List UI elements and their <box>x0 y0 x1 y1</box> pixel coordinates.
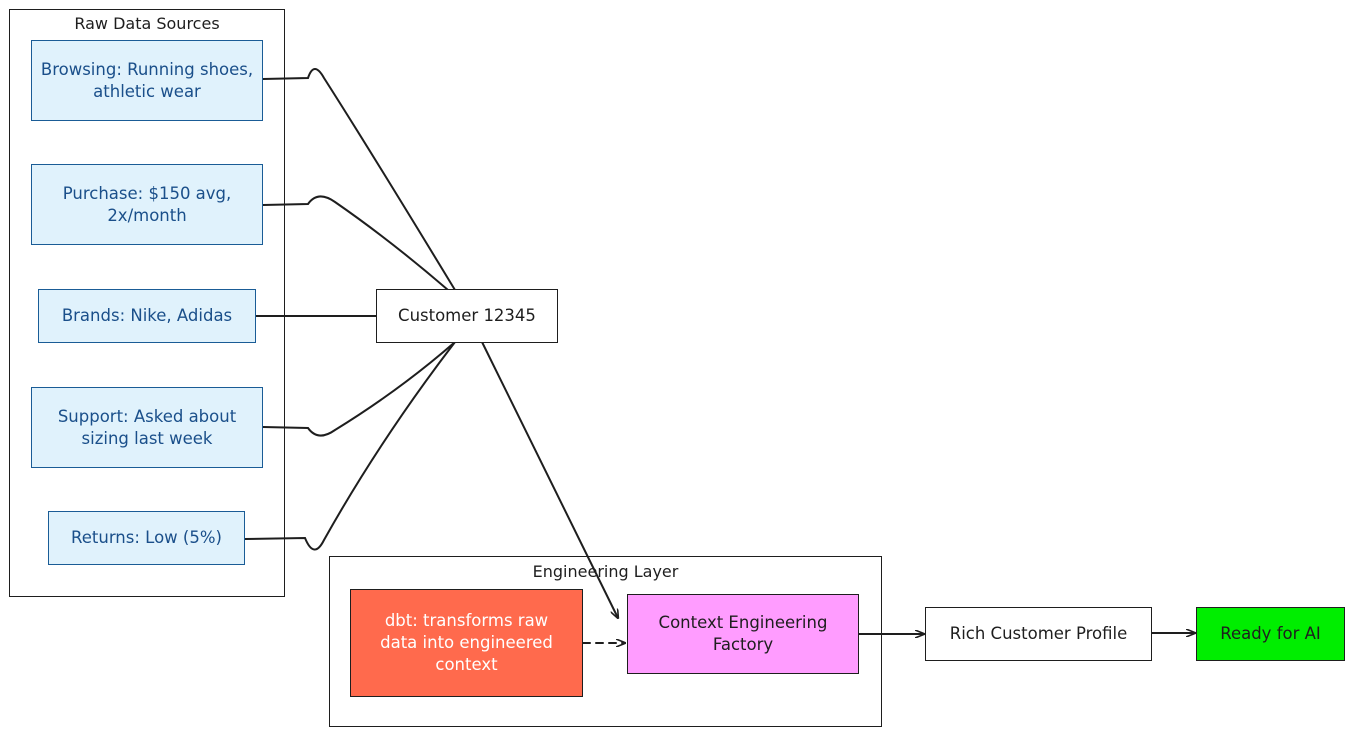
returns-label: Returns: Low (5%) <box>71 528 222 547</box>
purchase-node[interactable]: Purchase: $150 avg, 2x/month <box>31 164 263 245</box>
profile-label: Rich Customer Profile <box>949 624 1128 643</box>
ready-for-ai-node[interactable]: Ready for AI <box>1196 607 1345 661</box>
rich-customer-profile-node[interactable]: Rich Customer Profile <box>925 607 1152 661</box>
support-label: Support: Asked about sizing last week <box>57 406 237 448</box>
edge-purchase-to-customer <box>262 195 449 291</box>
support-node[interactable]: Support: Asked about sizing last week <box>31 387 263 468</box>
customer-node[interactable]: Customer 12345 <box>376 289 558 343</box>
purchase-label: Purchase: $150 avg, 2x/month <box>62 183 232 225</box>
context-engineering-factory-node[interactable]: Context Engineering Factory <box>627 594 859 674</box>
raw-data-sources-title: Raw Data Sources <box>74 14 220 33</box>
browsing-label: Browsing: Running shoes, athletic wear <box>40 59 254 101</box>
returns-node[interactable]: Returns: Low (5%) <box>48 511 245 565</box>
engineering-layer-title: Engineering Layer <box>532 562 679 581</box>
dbt-node[interactable]: dbt: transforms raw data into engineered… <box>350 589 583 697</box>
engineering-layer-group: Engineering Layer <box>329 556 882 727</box>
factory-label: Context Engineering Factory <box>658 613 828 654</box>
customer-label: Customer 12345 <box>398 306 536 325</box>
edge-returns-to-customer <box>244 341 456 551</box>
ready-label: Ready for AI <box>1220 624 1321 643</box>
dbt-label: dbt: transforms raw data into engineered… <box>380 611 553 674</box>
edge-browsing-to-customer <box>262 68 456 291</box>
brands-label: Brands: Nike, Adidas <box>61 306 233 325</box>
edge-support-to-customer <box>262 341 456 437</box>
edge-customer-to-factory <box>481 341 618 618</box>
brands-node[interactable]: Brands: Nike, Adidas <box>38 289 256 343</box>
raw-data-sources-group: Raw Data Sources <box>9 9 285 597</box>
browsing-node[interactable]: Browsing: Running shoes, athletic wear <box>31 40 263 121</box>
